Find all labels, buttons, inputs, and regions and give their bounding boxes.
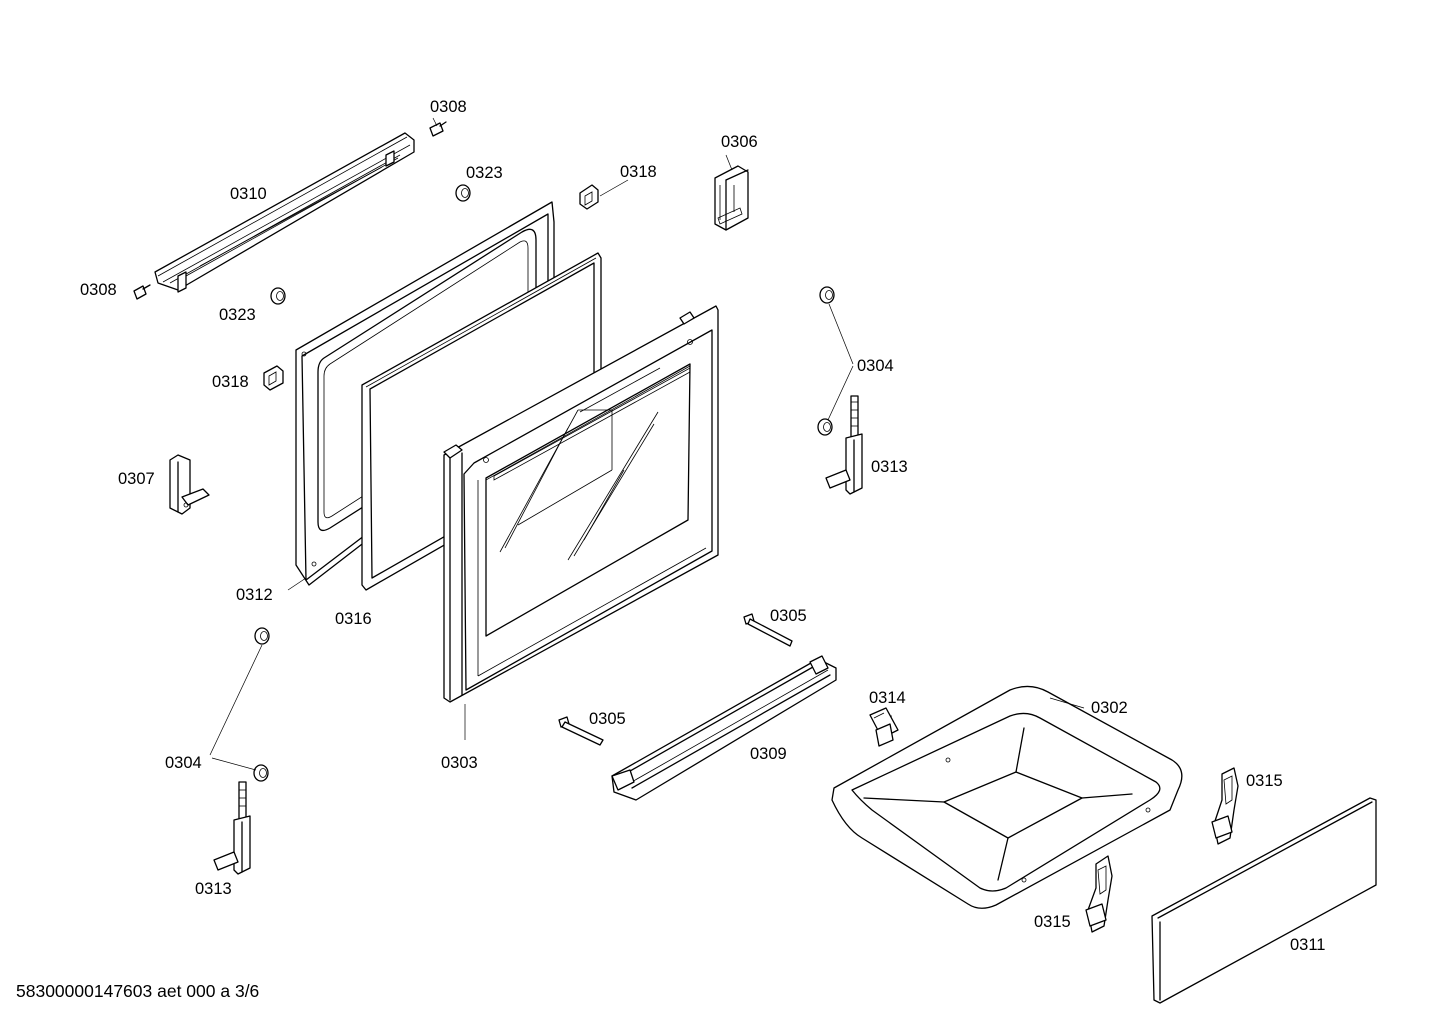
label-0323-left: 0323 [219, 306, 256, 324]
label-0311: 0311 [1290, 936, 1325, 954]
part-0313-hinge-right [825, 395, 863, 495]
part-0310-trim-strip [154, 132, 415, 293]
part-0305-rod-right [743, 613, 793, 647]
part-0306-bracket [714, 165, 749, 231]
label-0308-left: 0308 [80, 281, 117, 299]
part-0311-drawer-front [1151, 797, 1377, 1004]
part-0304-bushing-left-bottom [253, 764, 269, 782]
label-0306: 0306 [721, 133, 758, 151]
part-0304-bushing-left-top [254, 627, 270, 645]
part-0302-tray [831, 685, 1183, 909]
label-0303: 0303 [441, 754, 478, 772]
label-0313-right: 0313 [871, 458, 908, 476]
label-0304-right: 0304 [857, 357, 894, 375]
label-0314: 0314 [869, 689, 906, 707]
part-0303-outer-door [443, 305, 719, 703]
label-0313-left: 0313 [195, 880, 232, 898]
part-0304-bushing-right-top [819, 286, 835, 304]
label-0315-left: 0315 [1034, 913, 1071, 931]
part-0305-rod-left [558, 716, 604, 746]
label-0323-top: 0323 [466, 164, 503, 182]
label-0307: 0307 [118, 470, 155, 488]
part-0323-bushing-left [270, 287, 286, 305]
label-0304-left: 0304 [165, 754, 202, 772]
part-0318-clip-right [579, 184, 599, 210]
label-0318-left: 0318 [212, 373, 249, 391]
label-0309: 0309 [750, 745, 787, 763]
part-labels: 0308 0310 0323 0318 0306 0308 0323 0318 … [80, 98, 1325, 954]
part-0308-screw-left [133, 284, 151, 300]
part-0307-bracket [169, 454, 210, 515]
part-0309-handle [611, 655, 837, 801]
label-0315-right: 0315 [1246, 772, 1283, 790]
part-0308-screw-top [429, 121, 447, 137]
part-0304-bushing-right-bottom [817, 418, 833, 436]
label-0310: 0310 [230, 185, 267, 203]
label-0316: 0316 [335, 610, 372, 628]
part-0313-hinge-left [213, 781, 251, 875]
part-0323-bushing-top [455, 184, 471, 202]
label-0305-left: 0305 [589, 710, 626, 728]
label-0308-top: 0308 [430, 98, 467, 116]
label-0312: 0312 [236, 586, 273, 604]
label-0305-right: 0305 [770, 607, 807, 625]
part-0315-clip-right [1211, 767, 1239, 845]
part-0315-clip-left [1085, 855, 1113, 933]
part-0314-clip [869, 707, 899, 747]
label-0302: 0302 [1091, 699, 1128, 717]
leader-lines [209, 117, 1085, 771]
drawing-id: 58300000147603 aet 000 a 3/6 [16, 981, 259, 1001]
part-0318-clip-left [263, 365, 284, 391]
label-0318-right: 0318 [620, 163, 657, 181]
